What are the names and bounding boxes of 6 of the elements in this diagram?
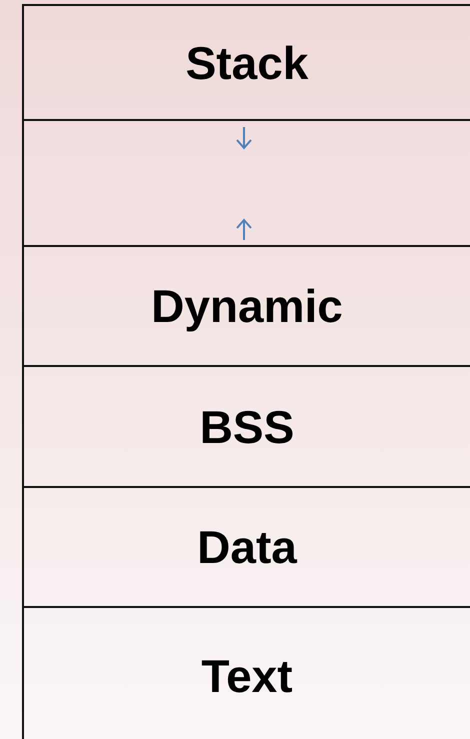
memory-segment [22,4,470,121]
segment-label: Data [197,520,297,574]
segment-label: BSS [200,400,294,454]
segment-label: Dynamic [151,279,343,333]
segment-label: Text [201,649,293,703]
segment-label: Stack [186,36,308,90]
